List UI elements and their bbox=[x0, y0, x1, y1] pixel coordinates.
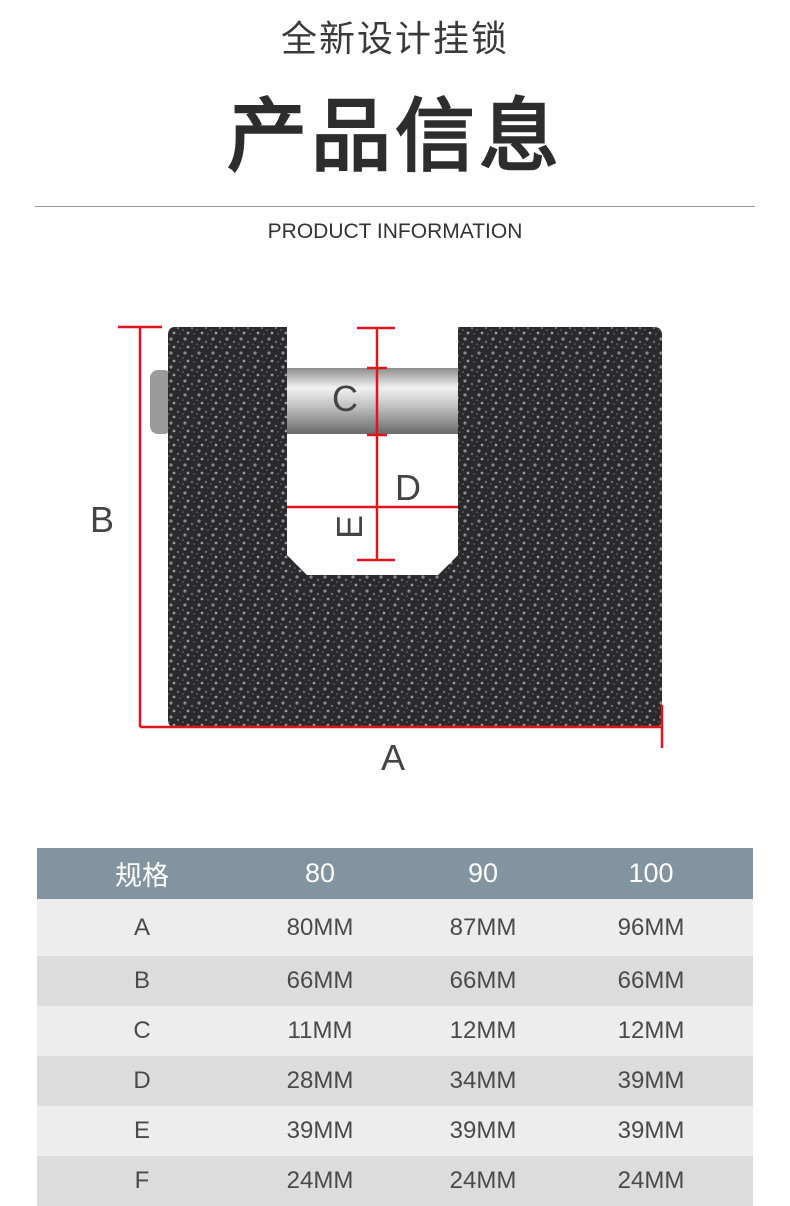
table-cell: 66MM bbox=[449, 967, 517, 994]
row-label: F bbox=[134, 1167, 150, 1194]
page-title: 产品信息 bbox=[227, 90, 563, 183]
spec-table: 规格 80 90 100 A 80MM 87MM 96MM B 66MM 66MM 66MM C… bbox=[37, 848, 753, 1206]
table-cell: 11MM bbox=[287, 1017, 353, 1044]
table-row: D 28MM 34MM 39MM bbox=[37, 1056, 753, 1106]
padlock-dimension-diagram: B A C D E bbox=[90, 325, 664, 778]
label-b: B bbox=[90, 499, 114, 540]
divider bbox=[35, 206, 755, 207]
table-cell: 39MM bbox=[617, 1067, 685, 1094]
header-cell: 80 bbox=[304, 858, 336, 888]
table-cell: 12MM bbox=[449, 1017, 517, 1044]
row-label: B bbox=[133, 967, 150, 994]
row-label: E bbox=[133, 1117, 150, 1144]
english-title: PRODUCT INFORMATION bbox=[267, 220, 523, 243]
table-cell: 80MM bbox=[286, 913, 354, 941]
row-label: A bbox=[133, 913, 150, 941]
header-cell: 90 bbox=[467, 858, 499, 888]
table-cell: 24MM bbox=[449, 1167, 517, 1194]
table-cell: 66MM bbox=[286, 967, 354, 994]
table-cell: 24MM bbox=[617, 1167, 685, 1194]
table-row: E 39MM 39MM 39MM bbox=[37, 1106, 753, 1156]
label-a: A bbox=[381, 737, 405, 778]
dimension-lines bbox=[118, 325, 664, 748]
table-cell: 24MM bbox=[286, 1167, 354, 1194]
row-label: C bbox=[133, 1017, 151, 1044]
table-cell: 34MM bbox=[449, 1067, 517, 1094]
table-row: F 24MM 24MM 24MM bbox=[37, 1156, 753, 1206]
table-cell: 66MM bbox=[617, 967, 685, 994]
table-cell: 87MM bbox=[449, 913, 517, 941]
header-cell: 100 bbox=[628, 858, 674, 888]
table-row: C 11MM 12MM 12MM bbox=[37, 1006, 753, 1056]
label-e: E bbox=[329, 515, 370, 539]
table-cell: 96MM bbox=[617, 913, 685, 941]
table-cell: 39MM bbox=[286, 1117, 354, 1144]
row-label: D bbox=[133, 1067, 151, 1094]
table-header: 规格 80 90 100 bbox=[37, 848, 753, 899]
table-row: A 80MM 87MM 96MM bbox=[37, 899, 753, 956]
table-cell: 39MM bbox=[449, 1117, 517, 1144]
subtitle: 全新设计挂锁 bbox=[280, 19, 509, 60]
padlock-body bbox=[150, 327, 662, 727]
table-cell: 39MM bbox=[617, 1117, 685, 1144]
table-cell: 28MM bbox=[286, 1067, 354, 1094]
table-cell: 12MM bbox=[617, 1017, 685, 1044]
label-c: C bbox=[332, 378, 358, 419]
table-row: B 66MM 66MM 66MM bbox=[37, 956, 753, 1006]
label-d: D bbox=[395, 467, 421, 508]
header-cell: 规格 bbox=[115, 861, 169, 891]
